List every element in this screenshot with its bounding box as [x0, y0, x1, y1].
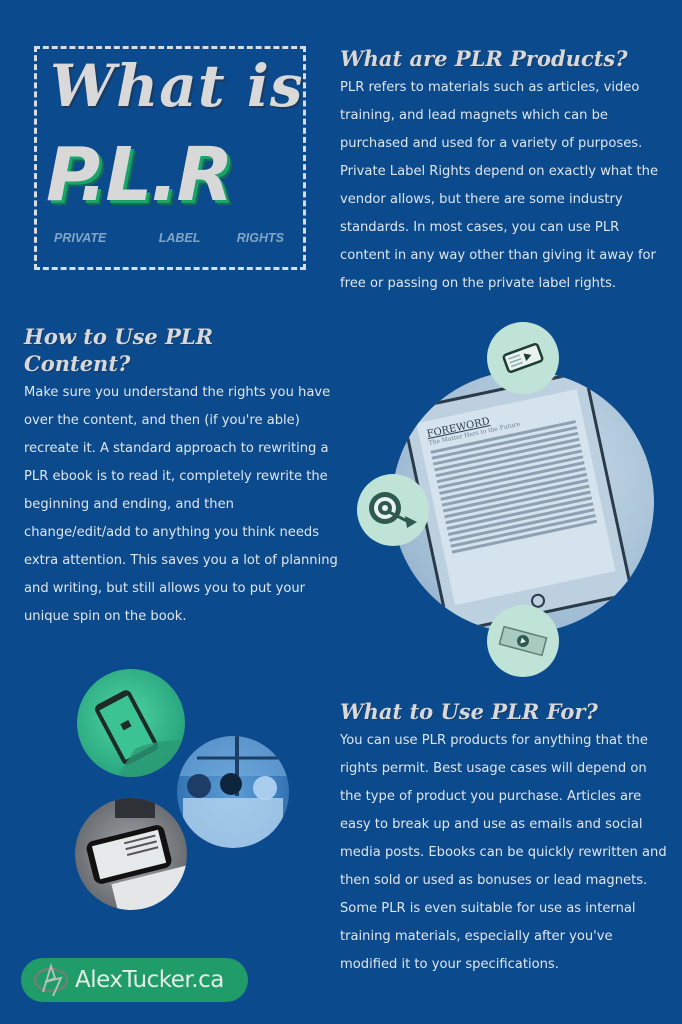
section-heading: What are PLR Products?	[340, 46, 628, 71]
target-icon	[357, 474, 429, 546]
section-heading: What to Use PLR For?	[340, 699, 598, 724]
section-what-are-plr: What are PLR Products? PLR refers to mat…	[340, 45, 670, 298]
photo-people-reading	[177, 736, 289, 848]
section-body: Make sure you understand the rights you …	[24, 385, 338, 624]
tablet-screen: FOREWORD The Matter Hers to the Future	[416, 389, 616, 606]
title-what-is: What is	[50, 52, 304, 120]
alextucker-logo[interactable]: AlexTucker.ca	[21, 958, 248, 1002]
ereader-photo: FOREWORD The Matter Hers to the Future	[392, 371, 654, 633]
title-frame	[34, 46, 306, 270]
video-icon	[487, 605, 559, 677]
photo-phone-on-device	[75, 798, 187, 910]
subtitle-label: LABEL	[158, 231, 201, 245]
section-body: PLR refers to materials such as articles…	[340, 80, 659, 291]
phone-icon	[487, 322, 559, 394]
logo-emblem-icon	[33, 963, 69, 997]
logo-text: AlexTucker.ca	[75, 967, 224, 993]
section-heading: How to Use PLR Content?	[24, 324, 214, 376]
subtitle-private: PRIVATE	[54, 231, 107, 245]
tablet-illustration: FOREWORD The Matter Hers to the Future	[400, 371, 634, 633]
title-plr: P.L.R	[46, 132, 234, 218]
section-how-to-use: How to Use PLR Content? Make sure you un…	[24, 323, 344, 631]
section-body: You can use PLR products for anything th…	[340, 733, 667, 972]
section-what-to-use-for: What to Use PLR For? You can use PLR pro…	[340, 698, 670, 979]
title-subtitle: PRIVATE LABEL RIGHTS	[54, 231, 284, 245]
photo-hand-phone	[77, 669, 185, 777]
subtitle-rights: RIGHTS	[236, 231, 284, 245]
